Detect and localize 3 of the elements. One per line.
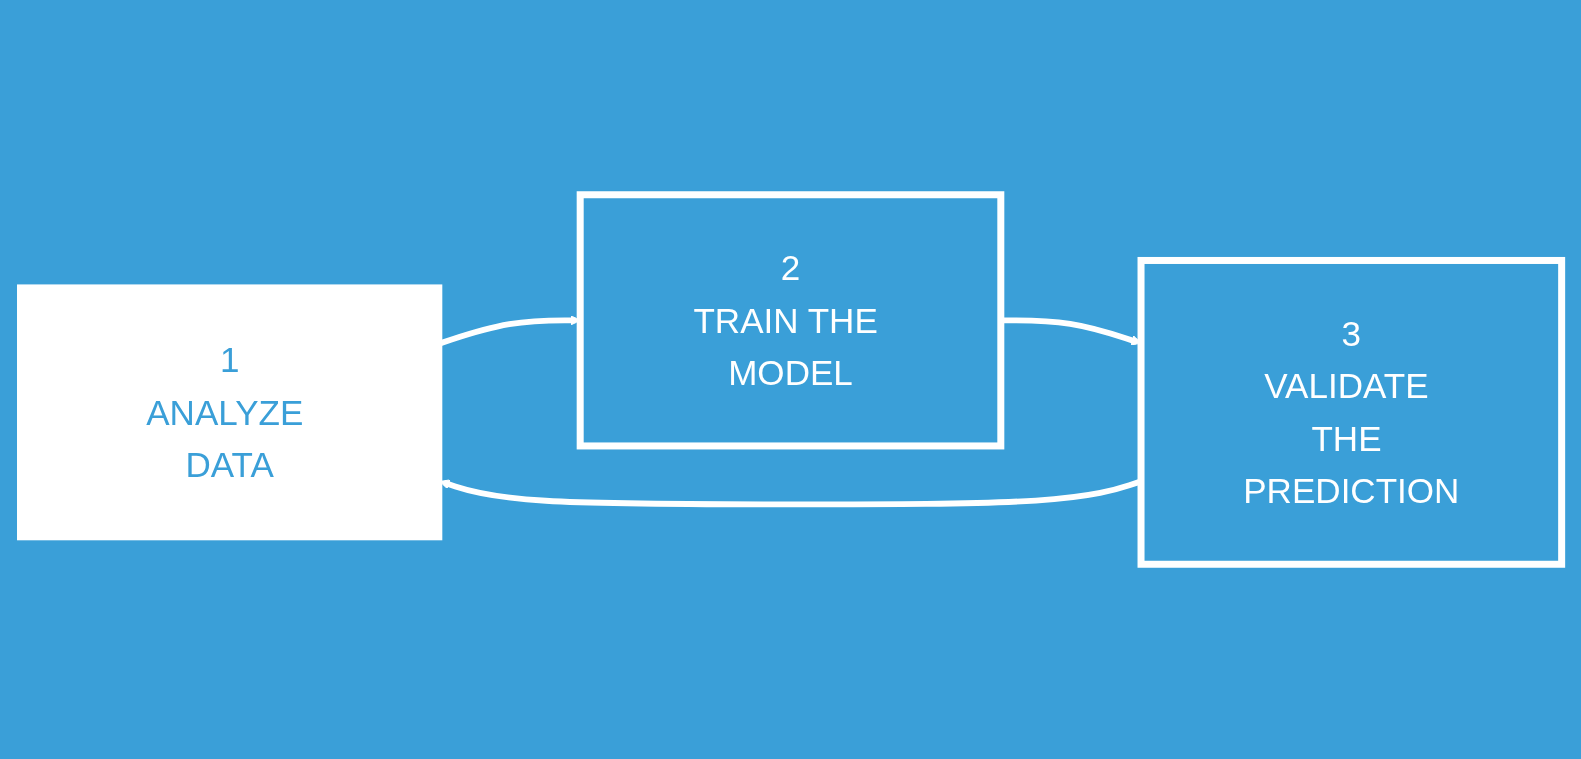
node-box: 3 VALIDATE THE PREDICTION [1137, 256, 1566, 568]
node-box: 2 TRAIN THE MODEL [576, 191, 1005, 450]
node-box: 1 ANALYZE DATA [17, 284, 443, 541]
